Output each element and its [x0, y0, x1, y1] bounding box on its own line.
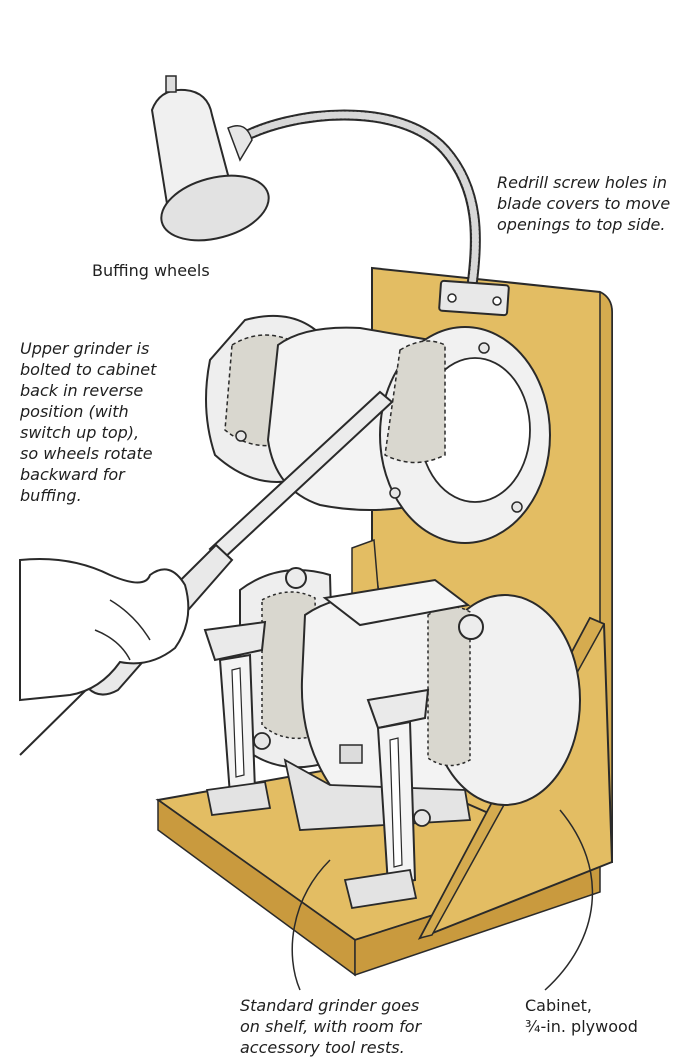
callout-upper-line: Upper grinder is: [20, 339, 150, 358]
callout-cabinet-line: ¾-in. plywood: [525, 1017, 638, 1036]
callout-standard-grinder: Standard grinder goes on shelf, with roo…: [240, 995, 421, 1058]
callout-upper-grinder: Upper grinder is bolted to cabinet back …: [20, 338, 156, 506]
lamp-mount-plate: [438, 279, 510, 317]
callout-upper-line: backward for: [20, 465, 125, 484]
callout-upper-line: switch up top),: [20, 423, 140, 442]
lower-power-switch: [339, 744, 363, 764]
tool-rest-left: [203, 620, 272, 816]
leader-cabinet: [544, 809, 594, 991]
lower-eye-shield: [322, 578, 471, 627]
lamp-rim: [160, 174, 270, 242]
leader-standard-grinder: [291, 859, 331, 991]
gooseneck-lamp-icon: [150, 75, 510, 317]
callout-upper-line: so wheels rotate: [20, 444, 153, 463]
callout-cabinet-line: Cabinet,: [525, 996, 592, 1015]
standard-grinder: [203, 567, 581, 910]
callout-standard-line: accessory tool rests.: [240, 1038, 405, 1057]
callout-standard-line: Standard grinder goes: [240, 996, 420, 1015]
hand-icon: [19, 558, 190, 702]
hand-outline: [19, 558, 190, 702]
callout-upper-line: buffing.: [20, 486, 82, 505]
upper-right-buff-wheel: [384, 340, 446, 464]
callout-standard-line: on shelf, with room for: [240, 1017, 422, 1036]
tool-rest-right: [343, 688, 431, 910]
callout-cabinet: Cabinet, ¾-in. plywood: [525, 995, 638, 1037]
callout-buffing-line: Buffing wheels: [92, 261, 210, 280]
callout-upper-line: back in reverse: [20, 381, 144, 400]
callout-redrill-line: blade covers to move: [497, 194, 671, 213]
callout-upper-line: bolted to cabinet: [20, 360, 157, 379]
callout-redrill-screw-holes: Redrill screw holes in blade covers to m…: [497, 172, 670, 235]
callout-upper-line: position (with: [20, 402, 129, 421]
callout-redrill-line: openings to top side.: [497, 215, 666, 234]
callout-buffing-wheels: Buffing wheels: [92, 260, 210, 281]
lower-right-stone: [427, 606, 471, 767]
callout-redrill-line: Redrill screw holes in: [497, 173, 668, 192]
